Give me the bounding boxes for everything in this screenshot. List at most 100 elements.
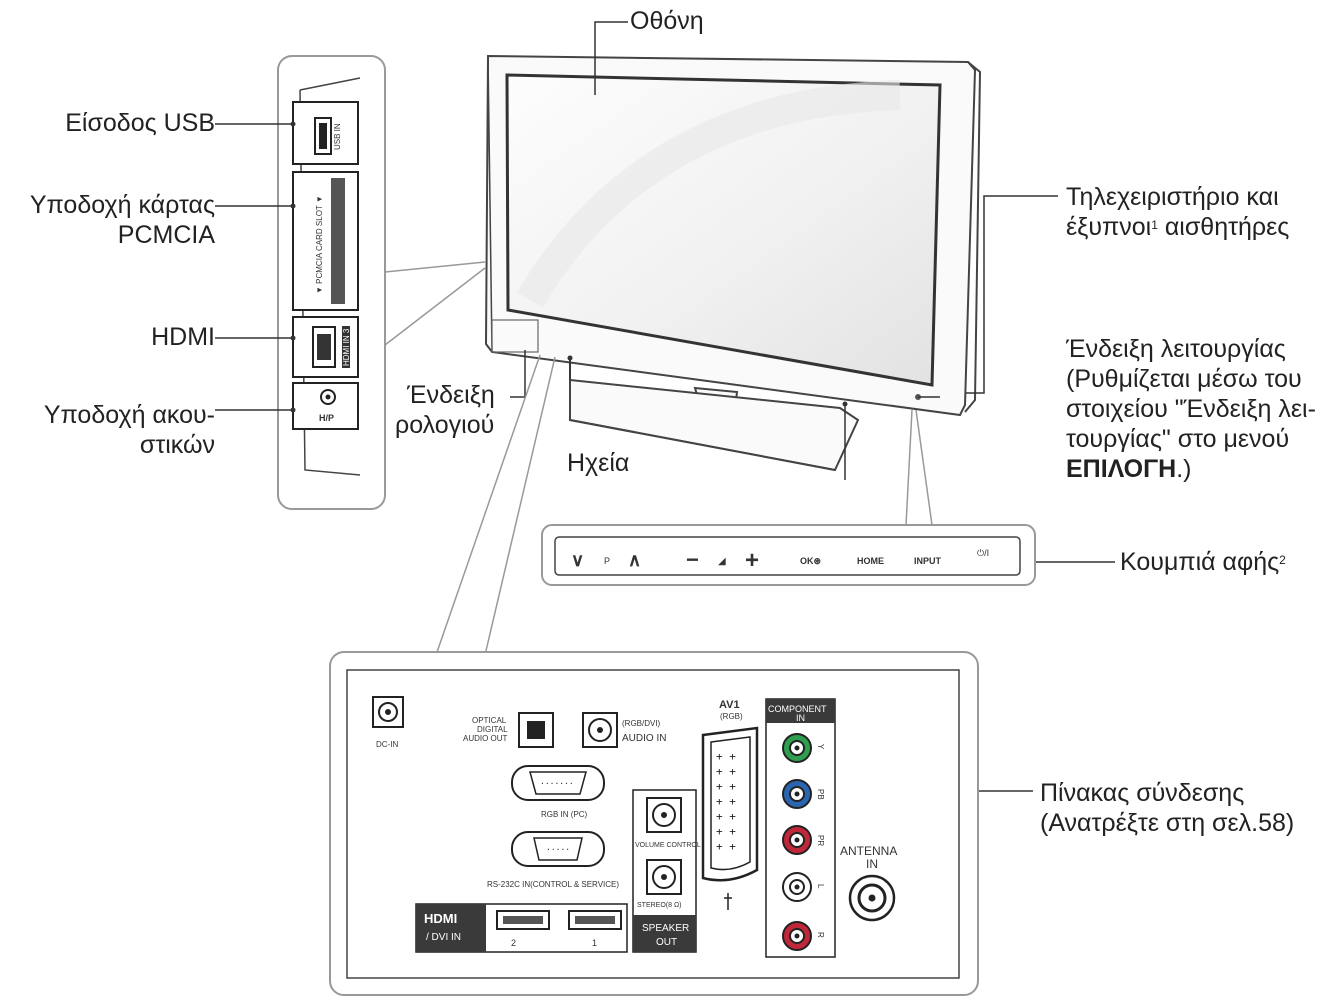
- touch-power-button[interactable]: ⏻/I: [977, 548, 989, 558]
- svg-text:·······: ·······: [540, 779, 574, 788]
- svg-text:+ +: + +: [716, 750, 736, 763]
- label-power-line2: (Ρυθμίζεται μέσω του: [1066, 365, 1302, 393]
- antenna-port: [848, 874, 896, 922]
- screen-area: [505, 73, 942, 387]
- antenna-text-1: ANTENNA: [840, 844, 897, 858]
- pcmcia-slot: [292, 171, 359, 311]
- hdmi-rear-block: [415, 903, 628, 953]
- rgb-in-port: ·······: [511, 765, 605, 801]
- optical-text-3: AUDIO OUT: [463, 734, 508, 743]
- label-speakers: Ηχεία: [567, 449, 630, 477]
- av1-scart-port: + + + + + + + + + + + + + +: [701, 726, 759, 910]
- comp-l-label: L: [816, 884, 825, 889]
- touch-input-button[interactable]: INPUT: [914, 556, 942, 566]
- label-hdmi: HDMI: [151, 323, 215, 351]
- hdmi-side-port: [292, 316, 359, 378]
- label-pcmcia: Υποδοχή κάρτας PCMCIA: [0, 190, 215, 250]
- rgb-audio-text-1: (RGB/DVI): [622, 719, 661, 728]
- headphone-port: [292, 382, 359, 430]
- component-jacks: [782, 733, 812, 951]
- hdmi-in-text: HDMI IN 3: [342, 328, 351, 366]
- comp-pb-label: PB: [816, 789, 825, 800]
- touch-buttons: ∨ P ∧ − ◢ + OK⊛ HOME INPUT ⏻/I: [571, 547, 989, 574]
- av1-text-2: (RGB): [720, 712, 743, 721]
- svg-text:+ +: + +: [716, 780, 736, 793]
- hdmi-port-2-label: 2: [511, 938, 516, 948]
- svg-text:+ +: + +: [716, 810, 736, 823]
- usb-port: [292, 101, 359, 165]
- comp-y-label: Y: [816, 744, 825, 750]
- label-remote-sup: 1: [1151, 218, 1158, 232]
- antenna-text-2: IN: [866, 857, 878, 871]
- optical-text-1: OPTICAL: [472, 716, 507, 725]
- speaker-out-text-1: SPEAKER: [642, 923, 689, 934]
- touch-up-button[interactable]: ∧: [628, 550, 641, 570]
- leader-remote: [966, 195, 1058, 394]
- label-screen: Οθόνη: [630, 7, 704, 35]
- rs232-port: ·····: [511, 831, 605, 867]
- label-power-line5: ΕΠΙΛΟΓΗ.): [1066, 455, 1192, 483]
- label-power-line3: στοιχείου "Ένδειξη λει-: [1066, 395, 1316, 423]
- optical-port: [518, 712, 554, 748]
- pcmcia-slot-text: ▼ PCMCIA CARD SLOT ▼: [315, 195, 324, 294]
- label-headphone-line1: Υποδοχή ακου-: [43, 401, 215, 429]
- optical-text-2: DIGITAL: [477, 725, 508, 734]
- label-pcmcia-line1: Υποδοχή κάρτας: [29, 191, 215, 219]
- touch-zoom-lines: [905, 409, 933, 526]
- label-power-line1: Ένδειξη λειτουργίας: [1066, 335, 1286, 363]
- comp-pr-label: PR: [816, 835, 825, 846]
- av1-text-1: AV1: [719, 699, 740, 711]
- speaker-out-text-2: OUT: [656, 937, 677, 948]
- touch-plus-button[interactable]: +: [745, 547, 759, 574]
- svg-text:·····: ·····: [546, 845, 570, 854]
- label-panel-line2: (Ανατρέξτε στη σελ.58): [1040, 809, 1295, 837]
- stereo-text: STEREO(8 Ω): [637, 902, 682, 909]
- label-power-line4: τουργίας" στο μενού: [1066, 425, 1290, 453]
- label-headphone-line2: στικών: [139, 431, 215, 459]
- component-text-2: IN: [796, 713, 805, 723]
- rgb-audio-text-2: AUDIO IN: [622, 733, 666, 744]
- label-touch-sup: 2: [1279, 553, 1286, 567]
- svg-text:+ +: + +: [716, 825, 736, 838]
- rgb-in-text: RGB IN (PC): [541, 810, 588, 819]
- rgb-audio-in-port: [582, 712, 618, 748]
- speaker-out-block: [632, 789, 697, 953]
- clock-indicator: [491, 319, 539, 353]
- label-clock-line1: Ένδειξη: [407, 381, 495, 409]
- label-remote-line1: Τηλεχειριστήριο και: [1066, 183, 1279, 211]
- svg-text:+ +: + +: [716, 795, 736, 808]
- dc-in-text: DC-IN: [376, 740, 398, 749]
- touch-home-button[interactable]: HOME: [857, 556, 884, 566]
- hp-text: H/P: [319, 413, 334, 423]
- usb-in-text: USB IN: [333, 123, 342, 150]
- rear-zoom-lines: [435, 354, 556, 656]
- svg-text:+ +: + +: [716, 840, 736, 853]
- label-panel-line1: Πίνακας σύνδεσης: [1040, 779, 1245, 807]
- touch-buttons-panel: [541, 524, 1036, 586]
- tv-stand: [569, 358, 860, 472]
- touch-down-button[interactable]: ∨: [571, 550, 584, 570]
- label-remote-line2: έξυπνοι1 αισθητήρες: [1066, 213, 1290, 241]
- volume-control-text: VOLUME CONTROL: [635, 842, 701, 849]
- hdmi-rear-text-1: HDMI: [424, 911, 457, 926]
- comp-r-label: R: [816, 932, 825, 938]
- label-usb: Είσοδος USB: [65, 109, 215, 137]
- touch-vol-icon: ◢: [718, 556, 726, 567]
- label-touch-buttons: Κουμπιά αφής2: [1120, 548, 1286, 576]
- touch-ok-button[interactable]: OK⊛: [800, 556, 821, 566]
- touch-p-label: P: [604, 556, 610, 566]
- label-power-indicator: Ένδειξη λειτουργίας (Ρυθμίζεται μέσω του…: [1066, 334, 1316, 484]
- label-connection-panel: Πίνακας σύνδεσης (Ανατρέξτε στη σελ.58): [1040, 778, 1294, 838]
- component-text-1: COMPONENT: [768, 704, 827, 714]
- dc-in-port: [372, 696, 404, 728]
- label-pcmcia-line2: PCMCIA: [117, 221, 215, 249]
- label-remote-sensors: Τηλεχειριστήριο και έξυπνοι1 αισθητήρες: [1066, 182, 1289, 242]
- leader-screen: [594, 21, 628, 95]
- hdmi-rear-text-2: / DVI IN: [426, 932, 461, 943]
- label-headphone: Υποδοχή ακου- στικών: [0, 400, 215, 460]
- hdmi-port-1-label: 1: [592, 938, 597, 948]
- touch-minus-button[interactable]: −: [686, 547, 699, 572]
- rs232-text: RS-232C IN(CONTROL & SERVICE): [487, 880, 619, 889]
- label-clock-line2: ρολογιού: [395, 411, 495, 439]
